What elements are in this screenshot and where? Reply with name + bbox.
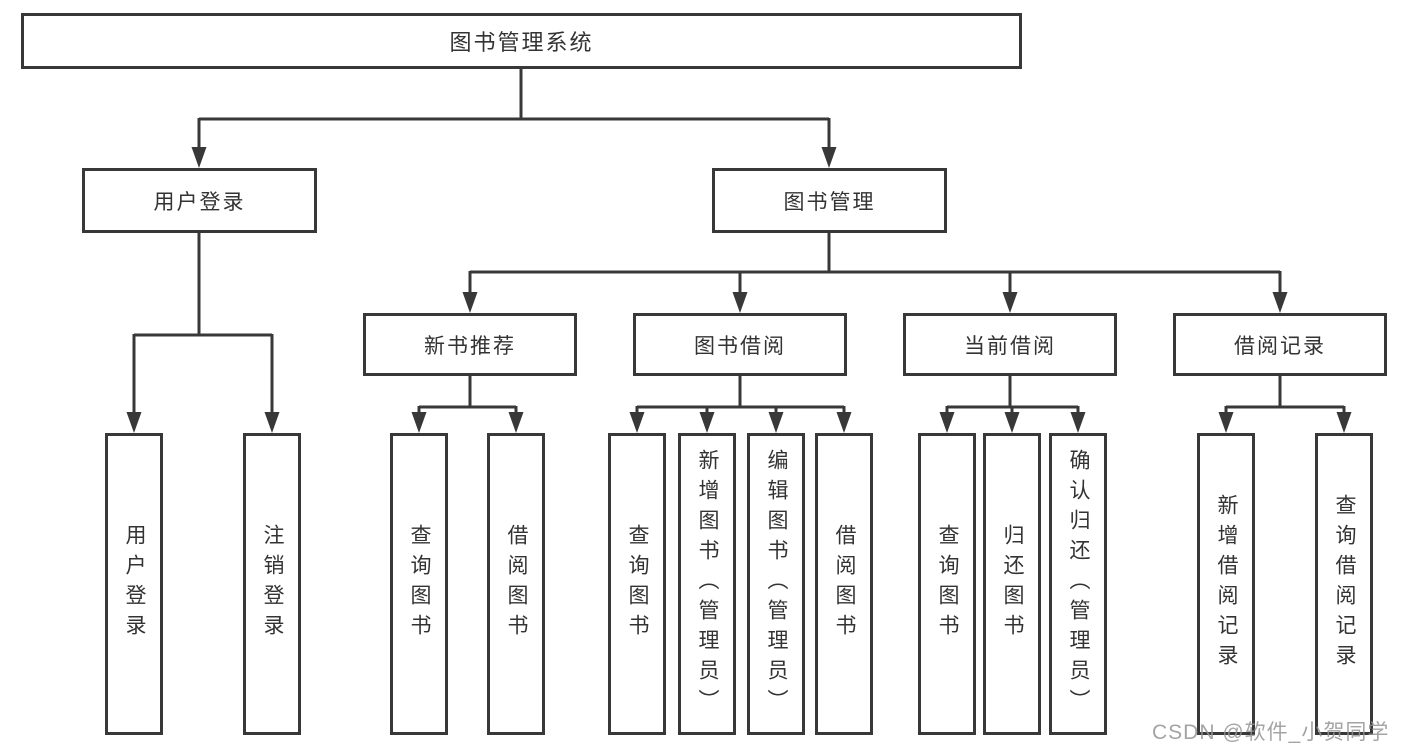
leaf-add-borrow-record: 新增借阅记录 — [1197, 433, 1255, 735]
connector-new-book-bus — [417, 376, 518, 415]
node-root-system: 图书管理系统 — [21, 13, 1022, 69]
leaf-query-books-recommend: 查询图书 — [390, 433, 448, 735]
leaf-confirm-return-admin: 确认归还（管理员） — [1049, 433, 1107, 735]
leaf-add-book-admin: 新增图书（管理员） — [678, 433, 736, 735]
connector-borrow-records-bus — [1224, 376, 1346, 415]
arrowheads — [126, 147, 1352, 433]
leaf-borrow-books-borrowing: 借阅图书 — [815, 433, 873, 735]
arrow-down-icon — [264, 412, 280, 433]
leaf-query-books-borrowing: 查询图书 — [608, 433, 666, 735]
connector-book-mgmt-bus — [468, 233, 1282, 295]
arrow-down-icon — [191, 147, 207, 168]
leaf-query-borrow-record: 查询借阅记录 — [1315, 433, 1373, 735]
node-borrowing-records: 借阅记录 — [1173, 313, 1387, 376]
arrow-down-icon — [629, 412, 645, 433]
arrow-down-icon — [1336, 412, 1352, 433]
arrow-down-icon — [411, 412, 427, 433]
arrow-down-icon — [836, 412, 852, 433]
arrow-down-icon — [126, 412, 142, 433]
arrow-down-icon — [1002, 292, 1018, 313]
arrow-down-icon — [768, 412, 784, 433]
node-book-management: 图书管理 — [712, 168, 947, 233]
leaf-user-login: 用户登录 — [105, 433, 163, 735]
arrow-down-icon — [1272, 292, 1288, 313]
arrow-down-icon — [1004, 412, 1020, 433]
arrow-down-icon — [732, 292, 748, 313]
watermark: CSDN @软件_小贺同学 — [1152, 721, 1390, 744]
leaf-borrow-books-recommend: 借阅图书 — [487, 433, 545, 735]
arrow-down-icon — [508, 412, 524, 433]
leaf-query-books-current: 查询图书 — [918, 433, 976, 735]
connector-user-login-bus — [132, 233, 274, 415]
node-user-login: 用户登录 — [82, 168, 317, 233]
connector-root-bus — [197, 69, 831, 150]
arrow-down-icon — [462, 292, 478, 313]
node-book-borrowing: 图书借阅 — [633, 313, 847, 376]
arrow-down-icon — [939, 412, 955, 433]
connector-current-borrow-bus — [945, 376, 1080, 415]
node-new-book-recommend: 新书推荐 — [363, 313, 577, 376]
leaf-logout-login: 注销登录 — [243, 433, 301, 735]
node-current-borrowing: 当前借阅 — [903, 313, 1117, 376]
arrow-down-icon — [821, 147, 837, 168]
connector-book-borrow-bus — [635, 376, 846, 415]
arrow-down-icon — [1218, 412, 1234, 433]
arrow-down-icon — [1070, 412, 1086, 433]
leaf-edit-book-admin: 编辑图书（管理员） — [747, 433, 805, 735]
arrow-down-icon — [699, 412, 715, 433]
leaf-return-books: 归还图书 — [983, 433, 1041, 735]
